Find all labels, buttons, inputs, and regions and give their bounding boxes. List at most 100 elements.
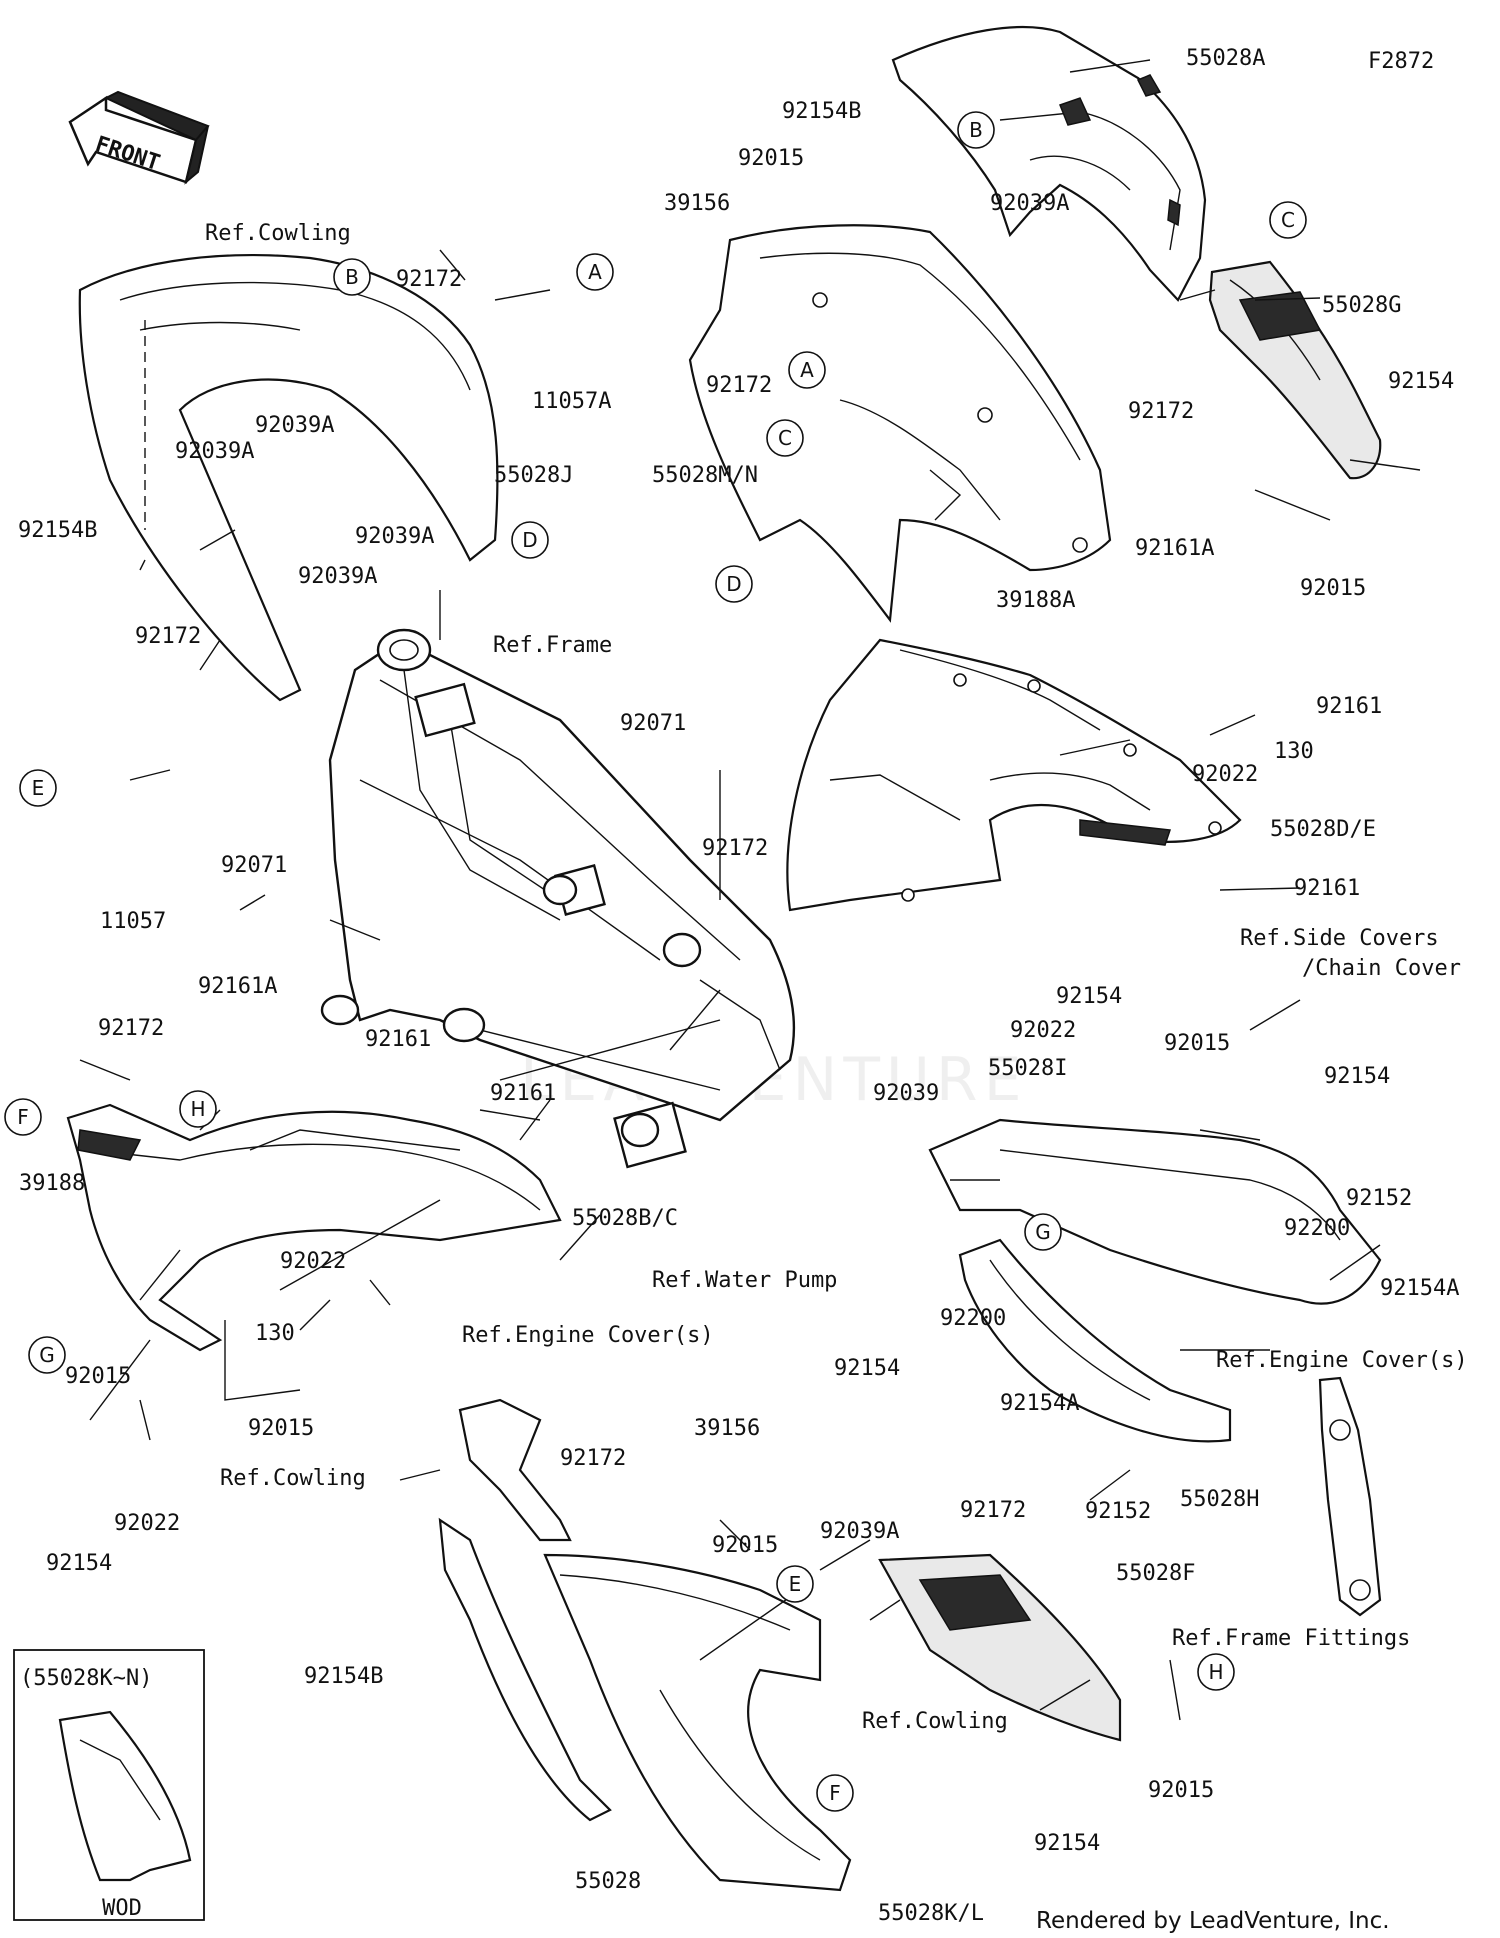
part-label: 92200 <box>1284 1216 1350 1241</box>
part-label: 39156 <box>664 191 730 216</box>
lower-cowling-55028kl <box>543 1553 852 1892</box>
callout-b-left: B <box>333 258 371 296</box>
upper-bracket-cowling <box>458 1398 572 1542</box>
ref-label-cowling: Ref.Cowling <box>205 221 351 246</box>
part-label: 92172 <box>702 836 768 861</box>
part-label: 39188A <box>996 588 1075 613</box>
part-label: 92154 <box>1034 1831 1100 1856</box>
part-label: 55028K/L <box>878 1901 984 1926</box>
part-label: 92022 <box>1010 1018 1076 1043</box>
svg-text:B: B <box>345 265 359 289</box>
callout-d-left: D <box>511 521 549 559</box>
part-label: 92161A <box>198 974 277 999</box>
frame-part <box>320 628 796 1169</box>
part-label: 55028H <box>1180 1487 1259 1512</box>
reference-labels: Ref.Cowling Ref.Frame Ref.Side Covers /C… <box>205 221 1468 1734</box>
callout-d-mid: D <box>715 565 753 603</box>
part-label: 92161 <box>1316 694 1382 719</box>
svg-text:B: B <box>969 118 983 142</box>
part-label: 92022 <box>1192 762 1258 787</box>
part-label: 92039A <box>255 413 334 438</box>
part-label: 39156 <box>694 1416 760 1441</box>
svg-text:H: H <box>190 1097 205 1121</box>
ref-label-frame-fittings: Ref.Frame Fittings <box>1172 1626 1410 1651</box>
svg-text:A: A <box>800 358 814 382</box>
svg-text:D: D <box>726 572 741 596</box>
svg-text:F: F <box>17 1105 29 1129</box>
part-label: 11057A <box>532 389 611 414</box>
part-label: 92039A <box>990 191 1069 216</box>
svg-text:D: D <box>522 528 537 552</box>
part-label: 92015 <box>248 1416 314 1441</box>
part-label: 92039A <box>355 524 434 549</box>
inset-caption: WOD <box>102 1896 142 1921</box>
callout-g-right: G <box>1024 1213 1062 1251</box>
part-label: 92015 <box>1148 1778 1214 1803</box>
part-label: 92015 <box>1300 576 1366 601</box>
part-label: 92071 <box>620 711 686 736</box>
mid-cowling-part <box>688 224 1112 623</box>
part-label: 55028F <box>1116 1561 1195 1586</box>
part-label: 39188 <box>19 1171 85 1196</box>
under-panel-55028h <box>958 1238 1232 1443</box>
svg-text:E: E <box>789 1572 802 1596</box>
callout-c-mid: C <box>766 419 804 457</box>
ref-label-engine-covers: Ref.Engine Cover(s) <box>1216 1348 1468 1373</box>
part-label: 92039A <box>175 439 254 464</box>
front-arrow-icon: FRONT <box>68 90 210 185</box>
part-label: 55028D/E <box>1270 817 1376 842</box>
part-label: 92071 <box>221 853 287 878</box>
part-label: 92154A <box>1380 1276 1459 1301</box>
part-label: 92161 <box>1294 876 1360 901</box>
part-label: 55028 <box>575 1869 641 1894</box>
part-label: 92154 <box>1056 984 1122 1009</box>
lower-cowling-55028 <box>438 1517 612 1822</box>
svg-text:C: C <box>1281 208 1295 232</box>
ref-label-side-covers: Ref.Side Covers <box>1240 926 1439 951</box>
ref-label-frame: Ref.Frame <box>493 633 612 658</box>
part-label: 55028J <box>494 463 573 488</box>
part-label: 55028I <box>988 1056 1067 1081</box>
ref-label-water-pump: Ref.Water Pump <box>652 1268 837 1293</box>
svg-text:G: G <box>39 1343 55 1367</box>
part-label: 92152 <box>1346 1186 1412 1211</box>
lower-panel-55028bc <box>66 1103 562 1352</box>
part-label: 92015 <box>1164 1031 1230 1056</box>
part-label: 92161A <box>1135 536 1214 561</box>
part-label: 92022 <box>114 1511 180 1536</box>
frame-fitting-bracket <box>1318 1376 1382 1617</box>
callout-c-right: C <box>1269 201 1307 239</box>
part-label: 92154 <box>834 1356 900 1381</box>
part-label: 11057 <box>100 909 166 934</box>
part-label: 55028M/N <box>652 463 758 488</box>
part-label: 92154 <box>46 1551 112 1576</box>
part-label: 92154 <box>1388 369 1454 394</box>
part-label: 92172 <box>98 1016 164 1041</box>
part-label: 92154B <box>782 99 861 124</box>
part-label: 92039 <box>873 1081 939 1106</box>
part-label: 92172 <box>706 373 772 398</box>
svg-text:F: F <box>829 1781 841 1805</box>
ref-label-engine-covers: Ref.Engine Cover(s) <box>462 1323 714 1348</box>
diagram-code: F2872 <box>1368 49 1434 74</box>
upper-cowling-part <box>891 25 1207 302</box>
part-label: 55028B/C <box>572 1206 678 1231</box>
part-label: 92022 <box>280 1249 346 1274</box>
part-label: 55028A <box>1186 46 1265 71</box>
part-label: 92154B <box>304 1664 383 1689</box>
part-label: 92172 <box>560 1446 626 1471</box>
part-label: 92152 <box>1085 1499 1151 1524</box>
ref-label-cowling: Ref.Cowling <box>220 1466 366 1491</box>
ref-label-chain-cover: /Chain Cover <box>1302 956 1461 981</box>
part-label: 130 <box>255 1321 295 1346</box>
part-label: 92161 <box>490 1081 556 1106</box>
callout-f-left: F <box>4 1098 42 1136</box>
callout-e-bottom: E <box>776 1565 814 1603</box>
part-label: 92172 <box>396 267 462 292</box>
part-labels: 55028A 92154B 92015 39156 92039A 55028G … <box>18 46 1459 1926</box>
svg-text:E: E <box>32 776 45 800</box>
svg-text:H: H <box>1208 1660 1223 1684</box>
part-label: 92039A <box>820 1519 899 1544</box>
part-label: 92039A <box>298 564 377 589</box>
